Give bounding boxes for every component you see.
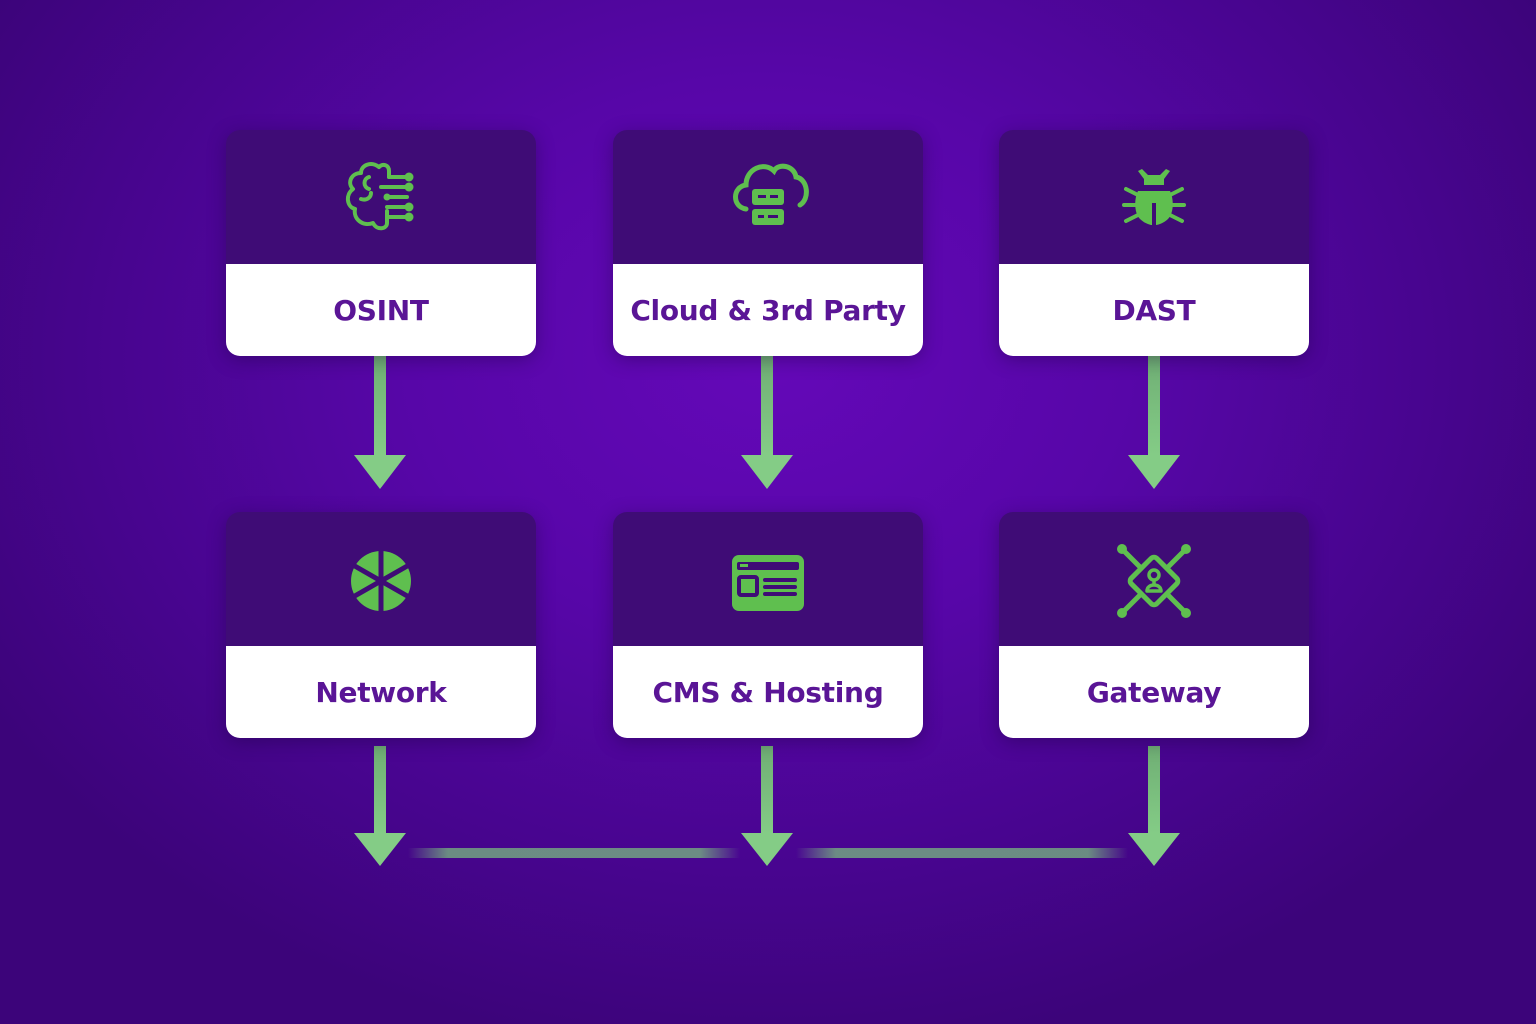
card-dast[interactable]: DAST bbox=[999, 130, 1309, 356]
card-label: Network bbox=[315, 675, 447, 709]
card-cloud-3rd-party[interactable]: Cloud & 3rd Party bbox=[613, 130, 923, 356]
arrow-network-down bbox=[354, 746, 406, 866]
card-label: Cloud & 3rd Party bbox=[630, 293, 906, 327]
connector-line-left bbox=[408, 848, 740, 858]
card-header bbox=[226, 130, 536, 264]
card-label-area: Cloud & 3rd Party bbox=[613, 264, 923, 356]
card-network[interactable]: Network bbox=[226, 512, 536, 738]
gateway-diamond-icon bbox=[1117, 544, 1191, 618]
cloud-server-icon bbox=[733, 163, 809, 225]
card-label-area: Gateway bbox=[999, 646, 1309, 738]
card-label: OSINT bbox=[333, 293, 429, 327]
card-header bbox=[226, 512, 536, 646]
bug-icon bbox=[1122, 169, 1186, 225]
card-label: Gateway bbox=[1086, 675, 1222, 709]
arrow-gateway-down bbox=[1128, 746, 1180, 866]
card-label-area: OSINT bbox=[226, 264, 536, 356]
card-cms-hosting[interactable]: CMS & Hosting bbox=[613, 512, 923, 738]
card-header bbox=[613, 130, 923, 264]
card-label-area: Network bbox=[226, 646, 536, 738]
arrow-cms-down bbox=[741, 746, 793, 866]
card-header bbox=[999, 512, 1309, 646]
card-label: CMS & Hosting bbox=[652, 675, 884, 709]
card-gateway[interactable]: Gateway bbox=[999, 512, 1309, 738]
browser-window-icon bbox=[732, 555, 804, 611]
card-label-area: DAST bbox=[999, 264, 1309, 356]
card-label: DAST bbox=[1112, 293, 1196, 327]
arrow-dast-to-gateway bbox=[1128, 355, 1180, 489]
card-header bbox=[999, 130, 1309, 264]
connector-line-right bbox=[796, 848, 1128, 858]
network-wheel-icon bbox=[351, 549, 411, 613]
arrow-osint-to-network bbox=[354, 355, 406, 489]
brain-circuit-icon bbox=[346, 162, 414, 231]
card-header bbox=[613, 512, 923, 646]
arrow-cloud-to-cms bbox=[741, 355, 793, 489]
card-osint[interactable]: OSINT bbox=[226, 130, 536, 356]
card-label-area: CMS & Hosting bbox=[613, 646, 923, 738]
